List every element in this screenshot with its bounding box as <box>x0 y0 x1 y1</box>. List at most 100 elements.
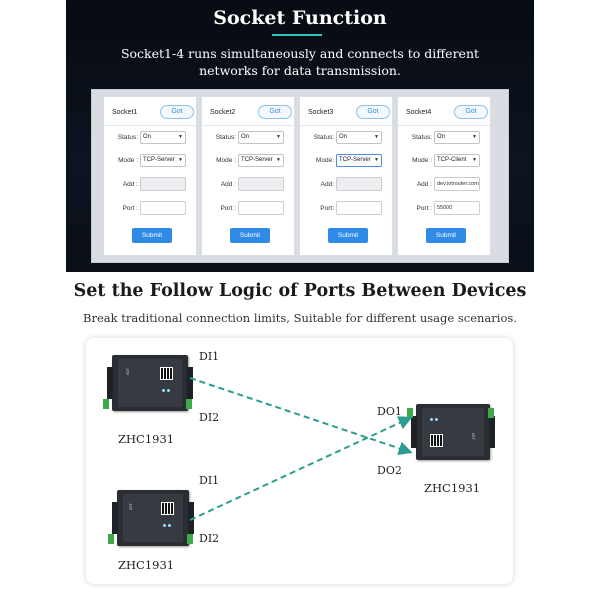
terminal-block <box>488 408 494 418</box>
status-select[interactable]: On ▼ <box>238 131 284 144</box>
device-mount-right <box>187 367 193 399</box>
card-divider <box>300 125 392 126</box>
status-label: Status: <box>215 134 236 141</box>
status-value: On <box>143 134 152 140</box>
section-subtitle: Break traditional connection limits, Sui… <box>83 311 517 325</box>
arrow-di1-to-do1 <box>189 416 413 521</box>
device-label-right: ZHC1931 <box>424 481 481 495</box>
port-label: Port : <box>122 205 138 212</box>
socket-card-4: Socket4 Got Status: On ▼ Mode : TCP-Clien… <box>397 96 491 256</box>
status-led <box>435 418 438 421</box>
section-title: Set the Follow Logic of Ports Between De… <box>73 281 527 301</box>
caret-down-icon: ▼ <box>276 134 281 140</box>
status-value: On <box>339 134 348 140</box>
caret-down-icon: ▼ <box>472 157 477 163</box>
submit-button[interactable]: Submit <box>426 228 466 243</box>
pin-label-di2-top: DI2 <box>199 411 220 424</box>
submit-button[interactable]: Submit <box>132 228 172 243</box>
submit-button[interactable]: Submit <box>230 228 270 243</box>
terminal-block <box>186 399 192 409</box>
title-underline <box>272 34 322 36</box>
mode-label: Mode : <box>412 157 432 164</box>
get-button[interactable]: Got <box>258 105 292 119</box>
device-right: IOT <box>407 404 495 460</box>
caret-down-icon: ▼ <box>276 157 281 163</box>
device-mount-left <box>107 367 113 399</box>
address-input[interactable] <box>140 177 186 191</box>
socket-name: Socket1 <box>112 109 138 116</box>
port-label: Port : <box>220 205 236 212</box>
mode-value: TCP-Server <box>339 157 371 163</box>
add-label: Add : <box>220 181 236 188</box>
terminal-block <box>103 399 109 409</box>
status-label: Status: <box>411 134 432 141</box>
card-divider <box>398 125 490 126</box>
mode-label: Mode : <box>216 157 236 164</box>
banner-description-line-1: Socket1-4 runs simultaneously and connec… <box>120 46 480 61</box>
address-input[interactable]: dev.iotrouter.com <box>434 177 480 191</box>
device-face <box>422 408 484 456</box>
mode-select[interactable]: TCP-Server▼ <box>238 154 284 167</box>
device-mount-left <box>411 416 417 448</box>
port-label: Port: <box>320 205 334 212</box>
card-divider <box>202 125 294 126</box>
mode-select[interactable]: TCP-Client▼ <box>434 154 480 167</box>
mode-value: TCP-Server <box>241 157 273 163</box>
pin-label-do2: DO2 <box>377 464 402 477</box>
mode-label: Mode: <box>315 157 334 164</box>
qr-code-icon <box>161 502 174 515</box>
qr-code-icon <box>160 367 173 380</box>
status-select[interactable]: On ▼ <box>434 131 480 144</box>
caret-down-icon: ▼ <box>178 134 183 140</box>
port-input[interactable] <box>140 201 186 215</box>
address-input[interactable] <box>238 177 284 191</box>
port-input[interactable] <box>336 201 382 215</box>
banner-description: Socket1-4 runs simultaneously and connec… <box>66 45 534 79</box>
terminal-block <box>108 534 114 544</box>
socket-name: Socket3 <box>308 109 334 116</box>
status-led <box>167 389 170 392</box>
socket-card-2: Socket2 Got Status: On▼ Mode : TCP-Serve… <box>201 96 295 256</box>
device-bottom-left: IOT <box>108 490 194 546</box>
device-mount-left <box>112 502 118 534</box>
mode-select[interactable]: TCP-Server▼ <box>336 154 382 167</box>
pin-label-do1: DO1 <box>377 405 402 418</box>
card-divider <box>104 125 196 126</box>
status-value: On <box>437 134 446 140</box>
address-input[interactable] <box>336 177 382 191</box>
status-led <box>168 524 171 527</box>
mode-select[interactable]: TCP-Server▼ <box>140 154 186 167</box>
qr-code-icon <box>430 434 443 447</box>
status-select[interactable]: On ▼ <box>140 131 186 144</box>
mode-value: TCP-Server <box>143 157 175 163</box>
status-led <box>430 418 433 421</box>
status-select[interactable]: On▼ <box>336 131 382 144</box>
device-mount-right <box>188 502 194 534</box>
pin-label-di1-top: DI1 <box>199 350 220 363</box>
caret-down-icon: ▼ <box>472 134 477 140</box>
status-label: Status: <box>117 134 138 141</box>
arrow-di1-to-do2 <box>189 377 413 456</box>
terminal-block <box>187 534 193 544</box>
submit-button[interactable]: Submit <box>328 228 368 243</box>
status-led <box>162 389 165 392</box>
status-label: Status: <box>313 134 334 141</box>
port-input[interactable]: 55000 <box>434 201 480 215</box>
status-value: On <box>241 134 250 140</box>
pin-label-di2-bottom: DI2 <box>199 532 220 545</box>
socket-card-1: Socket1 Got Status: On▼ Mode : TCP-Serve… <box>103 96 197 256</box>
add-label: Add : <box>122 181 138 188</box>
socket-name: Socket4 <box>406 109 432 116</box>
get-button[interactable]: Got <box>160 105 194 119</box>
port-input[interactable] <box>238 201 284 215</box>
add-label: Add : <box>416 181 432 188</box>
banner-description-line-2: networks for data transmission. <box>199 63 401 78</box>
get-button[interactable]: Got <box>356 105 390 119</box>
caret-down-icon: ▼ <box>178 157 183 163</box>
get-button[interactable]: Got <box>454 105 488 119</box>
socket-card-3: Socket3 Got Status: On▼ Mode: TCP-Server… <box>299 96 393 256</box>
port-label: Port : <box>416 205 432 212</box>
device-label-top-left: ZHC1931 <box>118 432 175 446</box>
terminal-block <box>407 408 413 418</box>
